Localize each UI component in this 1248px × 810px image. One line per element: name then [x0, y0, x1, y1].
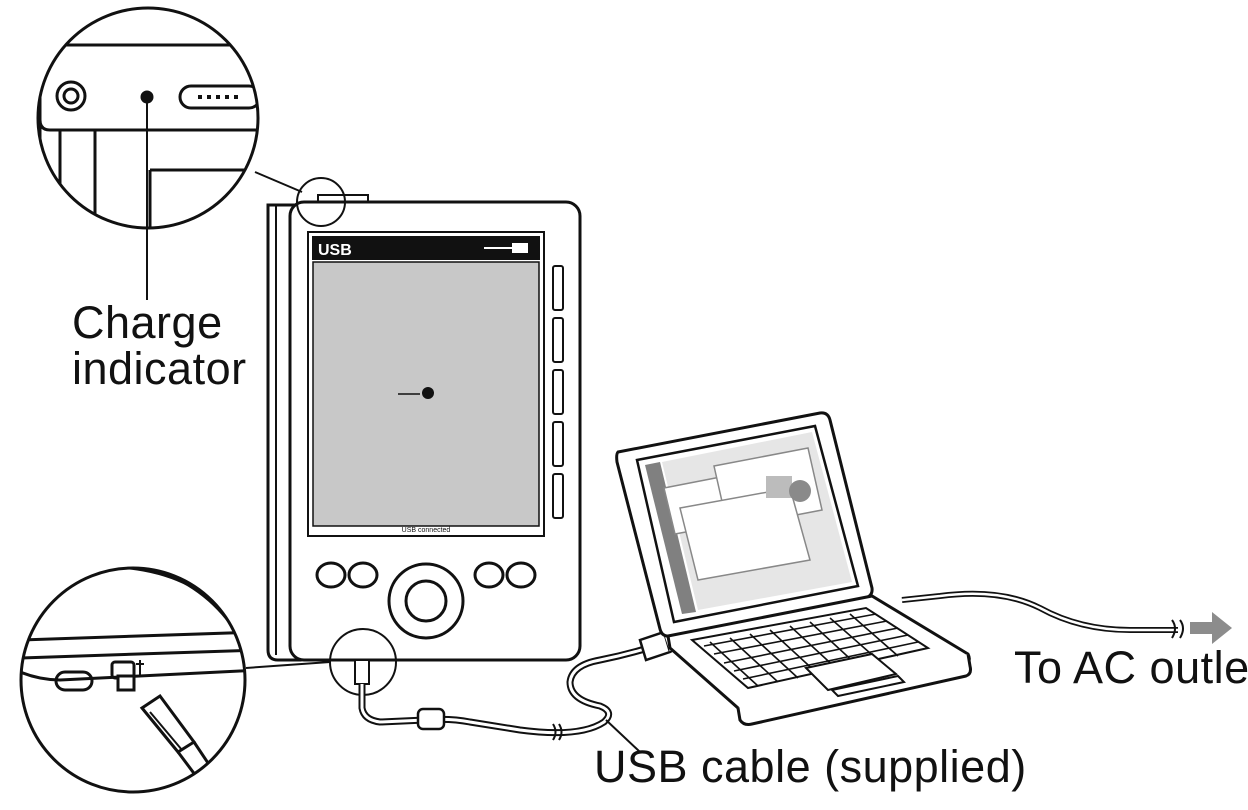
charge-indicator-zoom [36, 6, 303, 300]
screen-status-text: USB connected [402, 527, 451, 534]
reader-button [347, 561, 379, 589]
laptop [615, 411, 1184, 726]
reader-button [315, 561, 347, 589]
usb-plug-icon [422, 387, 434, 399]
screen-header-text: USB [318, 242, 352, 259]
ferrite-core [416, 707, 446, 731]
charge-indicator-label-line1: Charge [72, 297, 223, 348]
usb-cable-label: USB cable (supplied) [594, 741, 1027, 792]
ac-outlet-arrow-icon [1190, 612, 1232, 644]
reader-button [473, 561, 505, 589]
ac-outlet-label: To AC outlet [1014, 642, 1248, 693]
usb-port-zoom [19, 566, 331, 794]
charge-indicator-highlight [296, 177, 346, 227]
charge-indicator-label: Charge indicator [72, 300, 247, 392]
charge-indicator-label-line2: indicator [72, 343, 247, 394]
reader-device [266, 194, 582, 685]
reader-button [505, 561, 537, 589]
